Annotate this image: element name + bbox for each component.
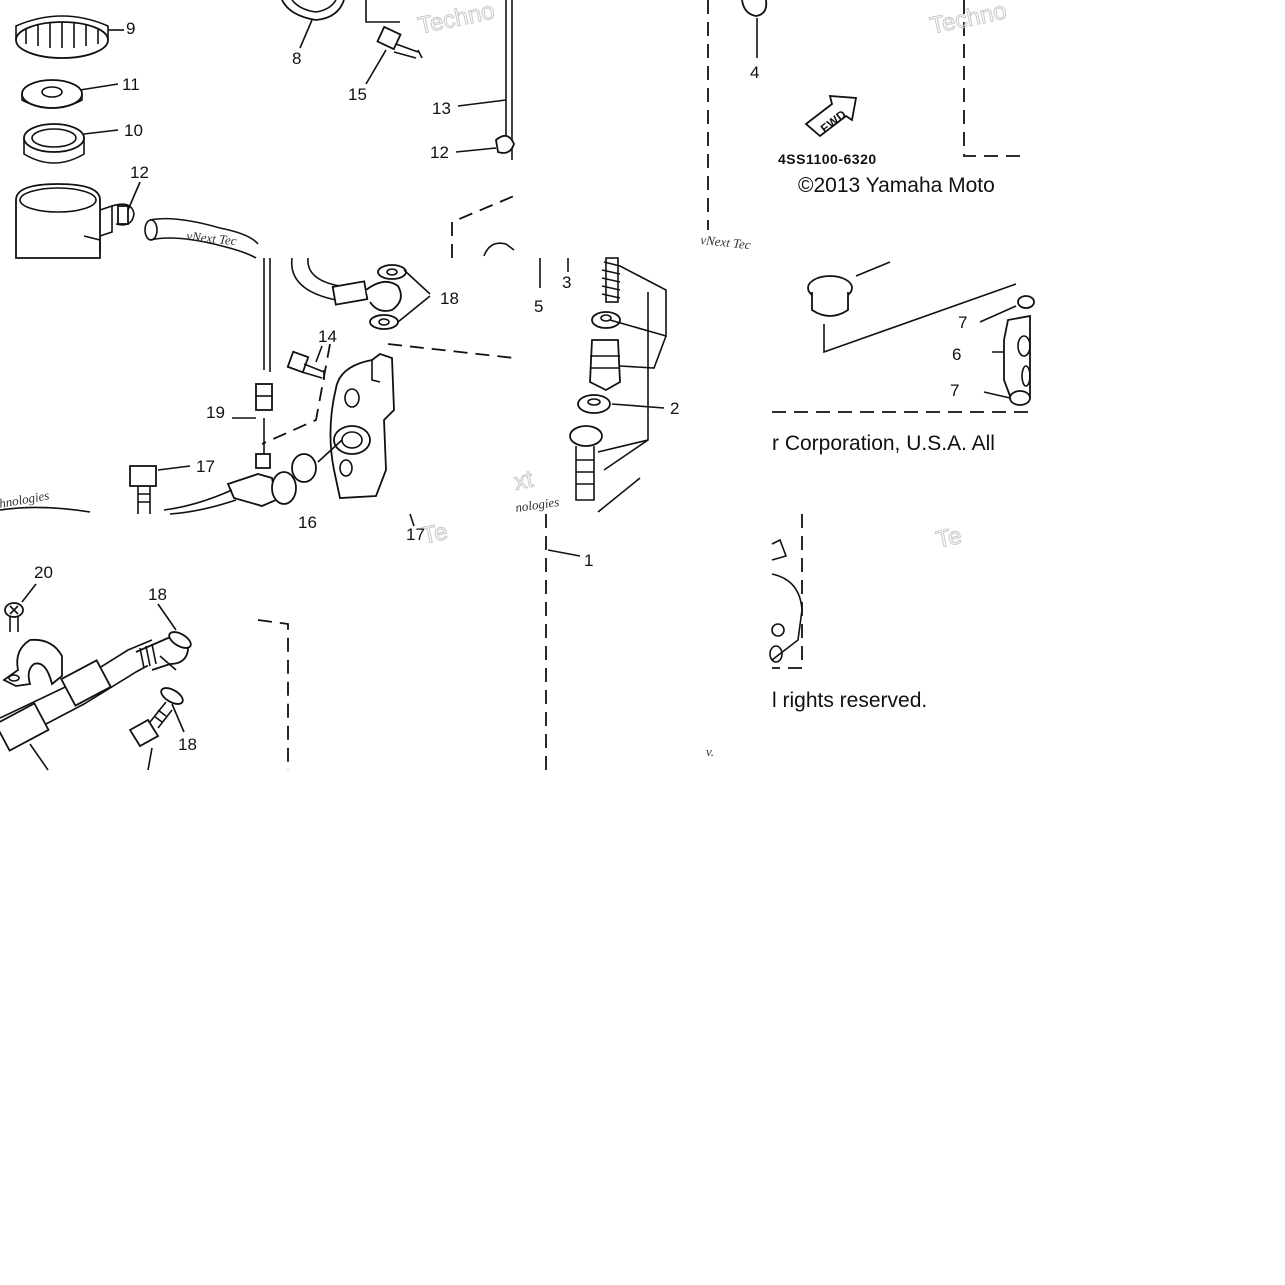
spring-5 [601,257,621,303]
reservoir-bracket-13 [365,0,513,160]
callout-5: 5 [534,297,543,316]
clip-12b [495,134,515,154]
callout-18: 18 [178,735,197,754]
callout-18: 18 [148,585,167,604]
banjo-fitting [226,471,297,507]
bolt-4 [741,0,768,17]
washer-18-lower [160,687,184,705]
watermark: vNext Tec [700,232,752,252]
callout-7: 7 [958,313,967,332]
watermark: nologies [514,494,560,515]
diaphragm-plate-11 [21,79,83,109]
brake-hose-upper [290,257,402,312]
screw-20 [4,602,24,632]
callout-8: 8 [292,49,301,68]
callout-7: 7 [950,381,959,400]
push-rod-assembly [569,425,603,501]
callout-18: 18 [440,289,459,308]
callout-14: 14 [318,327,337,346]
callout-13: 13 [432,99,451,118]
fwd-arrow: FWD [804,95,858,138]
callout-16: 16 [298,513,317,532]
hose-elbow-19 [232,383,273,469]
diagram-part-code: 4SS1100-6320 [778,151,877,167]
callout-19: 19 [206,403,225,422]
washer-18-upper [168,631,192,649]
nut-7a [1017,295,1035,309]
cap-seal-8 [281,0,345,21]
watermark: v. [706,744,714,759]
callout-15: 15 [348,85,367,104]
master-cylinder-body [329,352,395,499]
callout-10: 10 [124,121,143,140]
bolt-15 [376,25,423,59]
brake-hose-lower [0,636,189,752]
hose-clamp [2,638,63,687]
callout-9: 9 [126,19,135,38]
copyright-line-1: ©2013 Yamaha Moto [798,174,995,197]
callout-1: 1 [584,551,593,570]
watermark: Techno [416,0,497,40]
watermark: Techno [928,0,1009,40]
reservoir-hose [144,217,259,259]
copyright-line-3: l rights reserved. [772,689,928,712]
watermark: Te [420,518,450,550]
callout-6: 6 [952,345,961,364]
union-bolt-17b [128,701,173,748]
hose-clip-12 [111,203,135,226]
callout-12: 12 [430,143,449,162]
diaphragm-10 [23,123,85,164]
callout-11: 11 [122,75,140,94]
cup-seal [591,311,621,329]
bushing-part [807,275,853,317]
callout-17: 17 [406,525,425,544]
seal-cup-lower [577,394,611,414]
callout-4: 4 [750,63,759,82]
callout-17: 17 [196,457,215,476]
copyright-line-2: r Corporation, U.S.A. All [772,432,995,455]
callout-3: 3 [562,273,571,292]
copper-washers-18 [369,264,407,330]
callout-2: 2 [670,399,679,418]
watermark: vNext Tec [186,228,238,248]
callout-20: 20 [34,563,53,582]
o-ring-16 [291,453,317,483]
nut-7b [1009,390,1031,406]
lever-holder-6 [1003,314,1031,399]
lever-bracket-partial [769,538,803,663]
union-bolt-17a [129,465,157,514]
reservoir-tank [15,183,113,259]
watermark: xt [512,466,536,496]
reservoir-cap-9 [15,15,109,59]
callout-12: 12 [130,163,149,182]
watermark: Te [934,522,964,554]
piston [589,339,621,392]
